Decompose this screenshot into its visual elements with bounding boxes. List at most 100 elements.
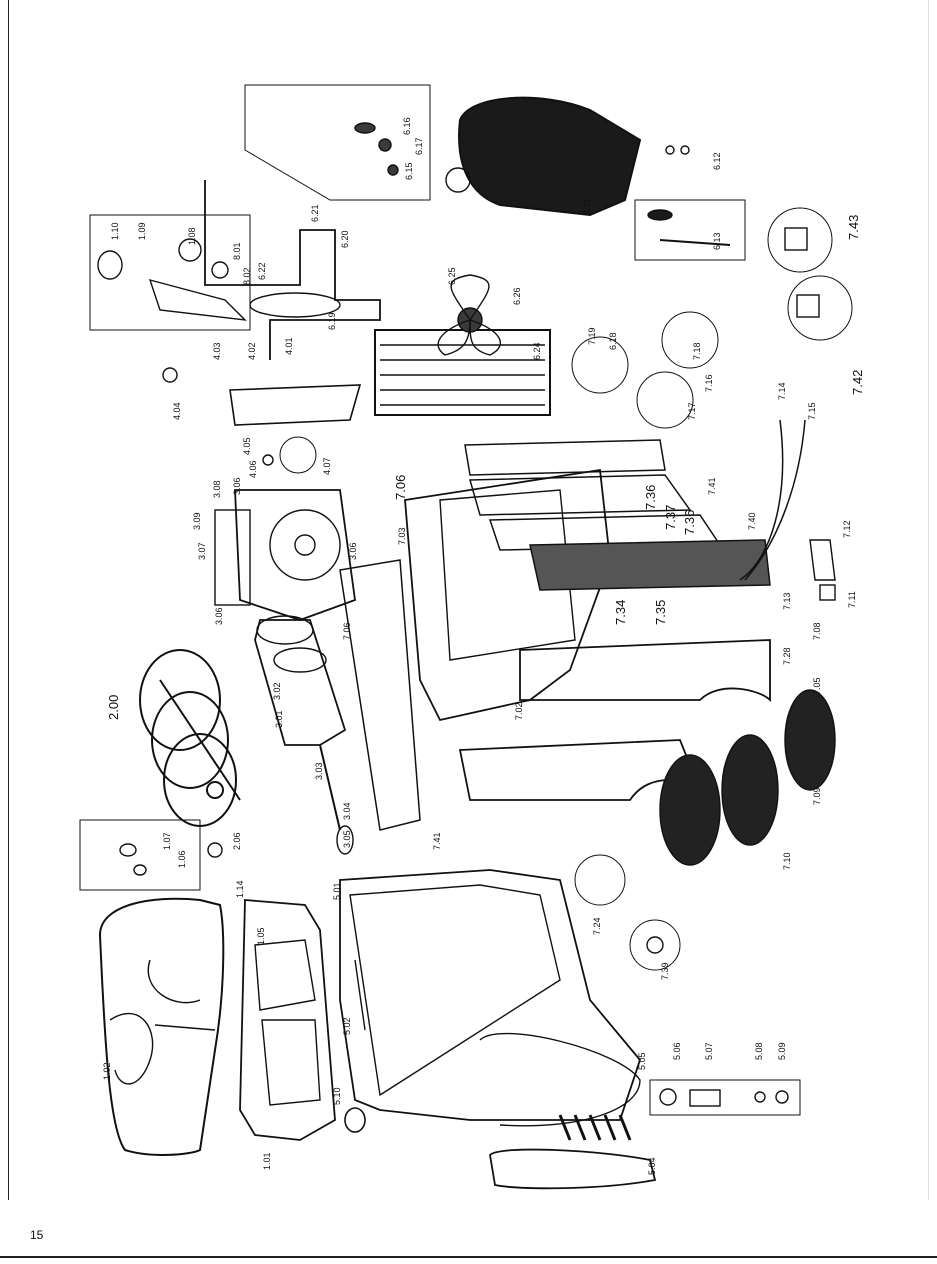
label-7-41a: 7.41 xyxy=(432,832,442,850)
label-7-03: 7.03 xyxy=(397,527,407,545)
label-7-28: 7.28 xyxy=(782,647,792,665)
chassis-frame xyxy=(339,468,611,831)
compressor-mount-box xyxy=(634,199,746,261)
page-border-right xyxy=(928,0,929,1200)
upper-parts-box xyxy=(244,84,431,201)
label-1-10: 1.10 xyxy=(110,222,120,240)
label-5-05: 5.05 xyxy=(637,1052,647,1070)
switch-details xyxy=(571,207,853,429)
label-5-02: 5.02 xyxy=(342,1017,352,1035)
label-7-17: 7.17 xyxy=(687,402,697,420)
motor-parts-box xyxy=(89,214,251,331)
label-3-08: 3.08 xyxy=(212,480,222,498)
label-3-07: 3.07 xyxy=(197,542,207,560)
label-2-06: 2.06 xyxy=(232,832,242,850)
label-6-16: 6.16 xyxy=(402,117,412,135)
label-2-00: 2.00 xyxy=(106,695,121,720)
label-1-14: 1.14 xyxy=(235,880,245,898)
label-4-01: 4.01 xyxy=(284,337,294,355)
label-3-06a: 3.06 xyxy=(214,607,224,625)
label-7-41b: 7.41 xyxy=(707,477,717,495)
tap-assembly xyxy=(489,1114,657,1190)
condenser-fan xyxy=(437,274,502,356)
label-8-02: 8.02 xyxy=(242,267,252,285)
label-7-05: 7.05 xyxy=(812,677,822,695)
condenser xyxy=(374,329,551,416)
label-3-02: 3.02 xyxy=(272,682,282,700)
power-cables xyxy=(739,419,806,581)
label-1-02: 1.02 xyxy=(102,1062,112,1080)
page-border-bottom xyxy=(0,1256,937,1258)
label-7-39: 7.39 xyxy=(660,962,670,980)
label-7-24: 7.24 xyxy=(592,917,602,935)
label-8-01: 8.01 xyxy=(232,242,242,260)
label-6-24: 6.24 xyxy=(532,342,542,360)
gearbox xyxy=(214,489,356,621)
label-3-06b: 3.06 xyxy=(348,542,358,560)
freezing-cylinder xyxy=(254,615,354,855)
label-7-06b: 7.06 xyxy=(342,622,352,640)
label-7-12: 7.12 xyxy=(842,520,852,538)
label-5-04: 5.04 xyxy=(647,1157,657,1175)
refrigerant-piping xyxy=(204,180,381,360)
label-7-36b: 7.36 xyxy=(682,510,697,535)
label-7-18: 7.18 xyxy=(692,342,702,360)
main-container xyxy=(339,869,642,1133)
label-7-06a: 7.06 xyxy=(393,475,408,500)
compressor xyxy=(445,96,690,217)
label-5-08: 5.08 xyxy=(754,1042,764,1060)
label-1-07: 1.07 xyxy=(162,832,172,850)
lid-cover xyxy=(98,897,225,1156)
label-7-19: 7.19 xyxy=(587,327,597,345)
label-6-21: 6.21 xyxy=(310,204,320,222)
part-labels: 1.02 1.01 1.14 1.05 1.06 1.07 1.08 1.09 … xyxy=(102,117,865,1175)
label-5-06: 5.06 xyxy=(672,1042,682,1060)
label-7-16: 7.16 xyxy=(704,374,714,392)
label-3-06c: 3.06 xyxy=(232,477,242,495)
label-7-35: 7.35 xyxy=(653,600,668,625)
page-number: 15 xyxy=(30,1228,44,1242)
label-3-01: 3.01 xyxy=(274,710,284,728)
label-1-05: 1.05 xyxy=(256,927,266,945)
label-5-01: 5.01 xyxy=(332,882,342,900)
control-panels xyxy=(464,439,771,591)
label-4-04: 4.04 xyxy=(172,402,182,420)
label-1-01: 1.01 xyxy=(262,1152,272,1170)
label-3-05: 3.05 xyxy=(342,830,352,848)
label-7-37: 7.37 xyxy=(663,505,678,530)
label-7-15: 7.15 xyxy=(807,402,817,420)
label-7-40: 7.40 xyxy=(747,512,757,530)
label-6-20: 6.20 xyxy=(340,230,350,248)
label-6-19: 6.19 xyxy=(327,312,337,330)
label-6-11: 6.11 xyxy=(582,198,592,215)
label-1-08: 1.08 xyxy=(187,227,197,245)
seal-parts-box xyxy=(649,1079,801,1116)
lower-parts-box xyxy=(79,819,201,891)
label-6-17: 6.17 xyxy=(414,137,424,155)
label-6-25: 6.25 xyxy=(447,267,457,285)
label-5-10: 5.10 xyxy=(332,1087,342,1105)
label-6-22: 6.22 xyxy=(257,262,267,280)
small-parts xyxy=(574,539,836,971)
label-4-02: 4.02 xyxy=(247,342,257,360)
auger-spiral xyxy=(139,649,241,858)
label-5-09: 5.09 xyxy=(777,1042,787,1060)
label-7-14: 7.14 xyxy=(777,382,787,400)
label-7-34: 7.34 xyxy=(613,600,628,625)
label-7-36a: 7.36 xyxy=(643,485,658,510)
label-1-06: 1.06 xyxy=(177,850,187,868)
label-4-07: 4.07 xyxy=(322,457,332,475)
page-border-left xyxy=(8,0,9,1200)
label-6-15: 6.15 xyxy=(404,162,414,180)
label-4-05: 4.05 xyxy=(242,437,252,455)
label-6-12: 6.12 xyxy=(712,152,722,170)
label-3-03: 3.03 xyxy=(314,762,324,780)
label-4-03: 4.03 xyxy=(212,342,222,360)
label-7-43: 7.43 xyxy=(846,215,861,240)
label-7-02: 7.02 xyxy=(514,702,524,720)
label-3-04: 3.04 xyxy=(342,802,352,820)
label-6-18: 6.18 xyxy=(608,332,618,350)
drip-tray xyxy=(239,899,336,1141)
label-1-09: 1.09 xyxy=(137,222,147,240)
